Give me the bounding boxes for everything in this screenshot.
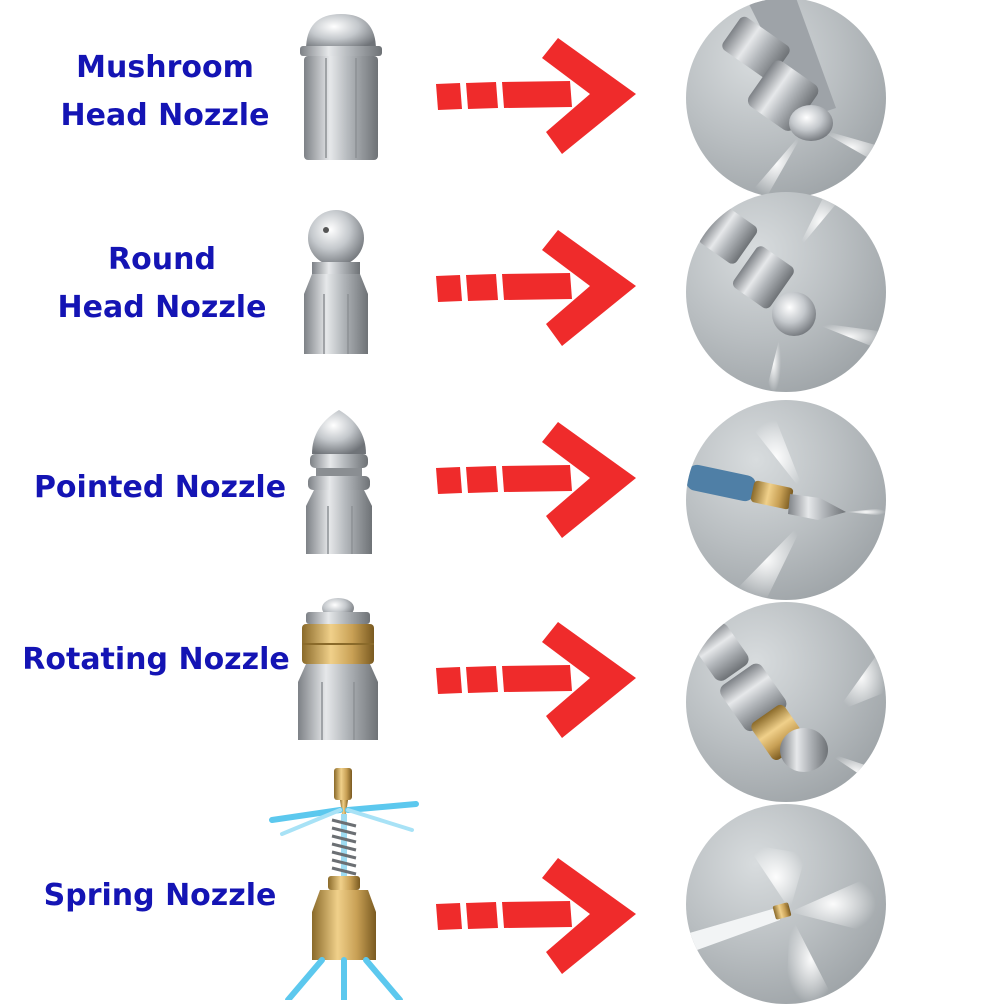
nozzle-spray-photo [686, 602, 886, 802]
pointed-nozzle-image [306, 410, 372, 554]
nozzle-label: Mushroom Head Nozzle [60, 50, 270, 133]
round-head-nozzle-image [304, 210, 368, 354]
red-right-arrow-icon [436, 422, 636, 538]
spring-nozzle-image [269, 768, 419, 1000]
nozzle-label: Spring Nozzle [43, 878, 277, 913]
nozzle-spray-photo [686, 192, 886, 392]
nozzle-spray-photo [686, 400, 886, 600]
red-right-arrow-icon [436, 622, 636, 738]
red-right-arrow-icon [436, 230, 636, 346]
red-right-arrow-icon [436, 858, 636, 974]
nozzle-label: Round Head Nozzle [57, 242, 267, 325]
nozzle-spray-photo [686, 0, 886, 198]
mushroom-nozzle-image [300, 14, 382, 160]
nozzle-row-round: Round Head Nozzle [0, 192, 1000, 392]
nozzle-row-rotating: Rotating Nozzle [0, 584, 1000, 802]
red-right-arrow-icon [436, 38, 636, 154]
nozzle-label: Pointed Nozzle [33, 470, 287, 505]
nozzle-row-spring: Spring Nozzle [0, 764, 1000, 1004]
nozzle-label: Rotating Nozzle [22, 642, 290, 677]
nozzle-spray-photo [686, 804, 886, 1004]
nozzle-row-mushroom: Mushroom Head Nozzle [0, 0, 1000, 198]
nozzle-row-pointed: Pointed Nozzle [0, 384, 1000, 600]
rotating-nozzle-image [298, 598, 378, 740]
